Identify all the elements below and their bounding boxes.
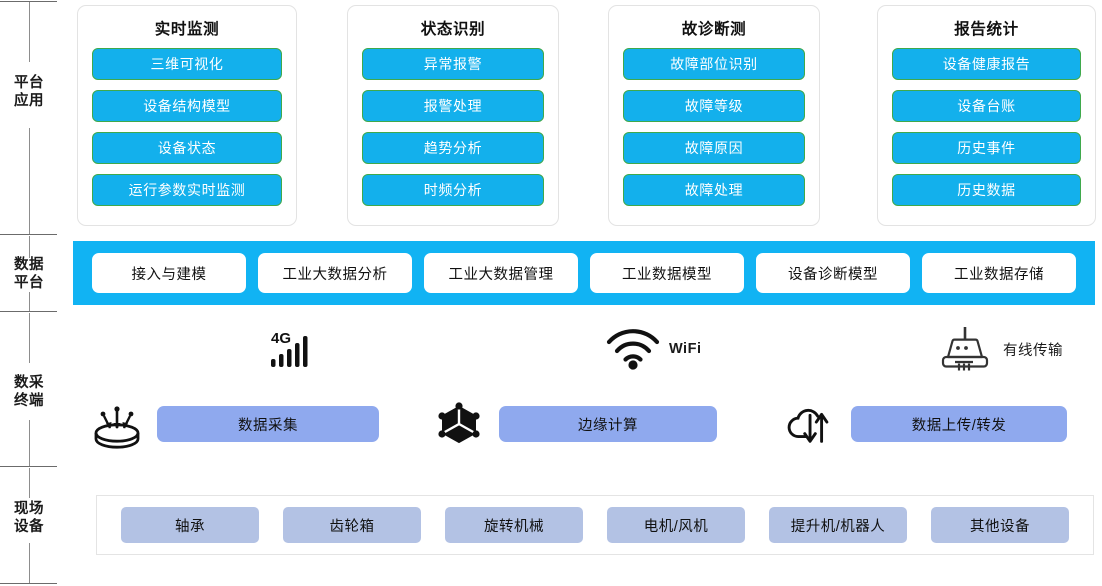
app-button-history-events[interactable]: 历史事件 xyxy=(892,132,1081,164)
field-chip-rotating[interactable]: 旋转机械 xyxy=(445,507,583,543)
rail-divider-1 xyxy=(0,234,57,235)
terminal-group-data-collection: 数据采集 xyxy=(91,388,379,460)
transport-item-wired: 有线传输 xyxy=(934,318,1063,380)
app-button-alarm-handling[interactable]: 报警处理 xyxy=(362,90,544,122)
data-platform-chip-bigdata-mgmt[interactable]: 工业大数据管理 xyxy=(424,253,578,293)
rail-line-seg-2 xyxy=(29,128,30,234)
app-card-title: 状态识别 xyxy=(420,21,486,38)
data-platform-chip-data-storage[interactable]: 工业数据存储 xyxy=(922,253,1076,293)
cube-node-icon xyxy=(433,398,485,450)
app-button-history-data[interactable]: 历史数据 xyxy=(892,174,1081,206)
app-card-title: 报告统计 xyxy=(954,21,1019,38)
rail-divider-2 xyxy=(0,311,57,312)
app-button-health-report[interactable]: 设备健康报告 xyxy=(892,48,1081,80)
rail-divider-top xyxy=(0,1,57,2)
app-button-equipment-ledger[interactable]: 设备台账 xyxy=(892,90,1081,122)
rail-label-acquisition-terminal: 数采终端 xyxy=(14,375,44,409)
rail-line-seg-3 xyxy=(29,236,30,258)
rail-line-seg-4 xyxy=(29,292,30,311)
rail-line-seg-7 xyxy=(29,468,30,498)
data-platform-chip-diagnosis-model[interactable]: 设备诊断模型 xyxy=(756,253,910,293)
data-platform-band: 接入与建模 工业大数据分析 工业大数据管理 工业数据模型 设备诊断模型 工业数据… xyxy=(73,241,1095,305)
field-chip-other[interactable]: 其他设备 xyxy=(931,507,1069,543)
app-card-fault-diagnosis: 故诊断测 故障部位识别 故障等级 故障原因 故障处理 xyxy=(608,5,820,226)
rail-divider-bottom xyxy=(0,583,57,584)
terminal-chip-edge-computing[interactable]: 边缘计算 xyxy=(499,406,717,442)
terminal-group-edge-computing: 边缘计算 xyxy=(433,388,717,460)
layer-rail: 平台应用 数据平台 数采终端 现场设备 xyxy=(0,0,72,586)
data-platform-chip-data-model[interactable]: 工业数据模型 xyxy=(590,253,744,293)
app-card-button-list: 故障部位识别 故障等级 故障原因 故障处理 xyxy=(609,48,819,206)
app-button-fault-level[interactable]: 故障等级 xyxy=(623,90,805,122)
field-chip-hoist-robot[interactable]: 提升机/机器人 xyxy=(769,507,907,543)
transport-label-wifi: WiFi xyxy=(669,341,702,357)
transport-item-4g: 4G 4G xyxy=(269,318,315,380)
acquisition-terminal-row: 数据采集 边缘计算 xyxy=(73,388,1095,460)
app-card-report-statistics: 报告统计 设备健康报告 设备台账 历史事件 历史数据 xyxy=(877,5,1096,226)
app-card-button-list: 三维可视化 设备结构模型 设备状态 运行参数实时监测 xyxy=(78,48,296,206)
field-chip-motor-fan[interactable]: 电机/风机 xyxy=(607,507,745,543)
wifi-icon xyxy=(604,328,662,370)
app-button-fault-location[interactable]: 故障部位识别 xyxy=(623,48,805,80)
app-button-time-frequency[interactable]: 时频分析 xyxy=(362,174,544,206)
rail-label-platform-application: 平台应用 xyxy=(14,75,44,109)
data-platform-chip-bigdata-analysis[interactable]: 工业大数据分析 xyxy=(258,253,412,293)
field-chip-gearbox[interactable]: 齿轮箱 xyxy=(283,507,421,543)
app-button-runtime-parameters[interactable]: 运行参数实时监测 xyxy=(92,174,282,206)
rail-line-seg-6 xyxy=(29,420,30,466)
svg-text:4G: 4G xyxy=(271,330,291,347)
field-chip-bearing[interactable]: 轴承 xyxy=(121,507,259,543)
app-card-button-list: 设备健康报告 设备台账 历史事件 历史数据 xyxy=(878,48,1095,206)
app-button-3d-visualization[interactable]: 三维可视化 xyxy=(92,48,282,80)
rail-label-field-device: 现场设备 xyxy=(14,501,44,535)
terminal-group-data-upload: 数据上传/转发 xyxy=(785,388,1067,460)
app-button-equipment-status[interactable]: 设备状态 xyxy=(92,132,282,164)
terminal-chip-data-upload[interactable]: 数据上传/转发 xyxy=(851,406,1067,442)
app-button-abnormal-alarm[interactable]: 异常报警 xyxy=(362,48,544,80)
app-button-trend-analysis[interactable]: 趋势分析 xyxy=(362,132,544,164)
signal-4g-icon: 4G xyxy=(269,327,315,371)
app-button-equipment-structure[interactable]: 设备结构模型 xyxy=(92,90,282,122)
rail-divider-3 xyxy=(0,466,57,467)
terminal-chip-data-collection[interactable]: 数据采集 xyxy=(157,406,379,442)
app-card-state-recognition: 状态识别 异常报警 报警处理 趋势分析 时频分析 xyxy=(347,5,559,226)
transport-label-wired: 有线传输 xyxy=(1003,342,1063,359)
cloud-sync-icon xyxy=(785,398,837,450)
transport-row: 4G 4G WiFi xyxy=(73,318,1095,380)
app-card-button-list: 异常报警 报警处理 趋势分析 时频分析 xyxy=(348,48,558,206)
transport-item-wifi: WiFi xyxy=(604,318,701,380)
router-icon xyxy=(934,327,996,371)
app-button-fault-cause[interactable]: 故障原因 xyxy=(623,132,805,164)
rail-label-data-platform: 数据平台 xyxy=(14,257,44,291)
field-device-box: 轴承 齿轮箱 旋转机械 电机/风机 提升机/机器人 其他设备 xyxy=(96,495,1094,555)
data-platform-chip-access-modeling[interactable]: 接入与建模 xyxy=(92,253,246,293)
rail-line-seg-1 xyxy=(29,2,30,62)
rail-line-seg-5 xyxy=(29,313,30,363)
app-card-title: 故诊断测 xyxy=(681,21,747,38)
sensor-icon xyxy=(91,398,143,450)
app-card-title: 实时监测 xyxy=(154,21,220,38)
rail-line-seg-8 xyxy=(29,543,30,583)
app-button-fault-handling[interactable]: 故障处理 xyxy=(623,174,805,206)
app-card-realtime-monitoring: 实时监测 三维可视化 设备结构模型 设备状态 运行参数实时监测 xyxy=(77,5,297,226)
